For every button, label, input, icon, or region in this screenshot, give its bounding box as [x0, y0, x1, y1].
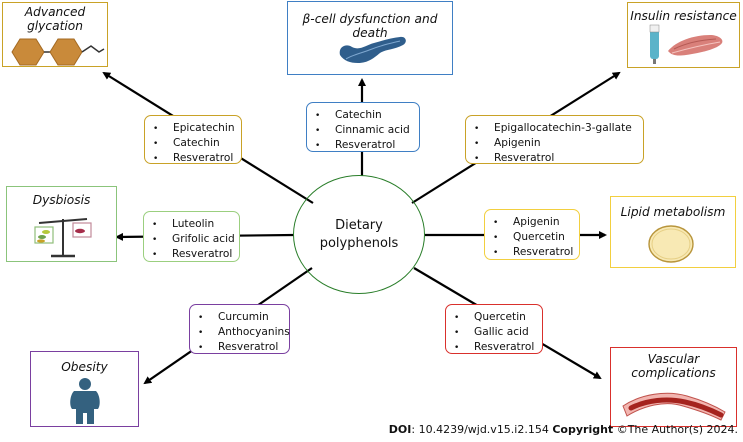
- person-silhouette-icon: [70, 378, 100, 424]
- compound-item: Resveratrol: [493, 245, 573, 260]
- insulin-pen-muscle-icon: [649, 24, 723, 64]
- compounds-insulin: Epigallocatechin-3-gallate Apigenin Resv…: [465, 115, 644, 164]
- compound-item: Grifolic acid: [152, 232, 235, 247]
- outcome-obesity: Obesity: [30, 351, 139, 427]
- compound-item: Resveratrol: [198, 340, 283, 355]
- pancreas-icon: [339, 36, 406, 63]
- outcome-title: Lipid metabolism: [620, 205, 726, 219]
- copyright-value: ©The Author(s) 2024.: [613, 423, 738, 436]
- blood-vessel-icon: [622, 392, 726, 421]
- compound-item: Epigallocatechin-3-gallate: [474, 121, 637, 136]
- outcome-title: Advanced glycation: [24, 5, 86, 33]
- doi-label: DOI: [388, 423, 412, 436]
- outcome-dysbiosis: Dysbiosis: [6, 186, 117, 262]
- outcome-title: Insulin resistance: [630, 9, 737, 23]
- compound-item: Cinnamic acid: [315, 123, 413, 138]
- compounds-dysbiosis: Luteolin Grifolic acid Resveratrol: [143, 211, 240, 262]
- outcome-advanced-glycation: Advanced glycation: [2, 2, 108, 67]
- compound-item: Curcumin: [198, 310, 283, 325]
- compound-item: Resveratrol: [152, 247, 233, 262]
- compound-item: Resveratrol: [153, 151, 235, 166]
- balance-scale-icon: [34, 218, 92, 258]
- outcome-insulin-resistance: Insulin resistance: [627, 2, 740, 68]
- compound-item: Resveratrol: [315, 138, 413, 153]
- hexagon-molecule-icon: [11, 38, 105, 66]
- outcome-title: Obesity: [61, 360, 108, 374]
- compound-item: Resveratrol: [454, 340, 536, 355]
- compound-item: Apigenin: [474, 136, 637, 151]
- compound-item: Catechin: [315, 108, 413, 123]
- outcome-vascular-complications: Vascular complications: [610, 347, 737, 427]
- center-line-1: Dietary: [335, 217, 383, 233]
- compound-item: Luteolin: [152, 217, 233, 232]
- citation-credit: DOI: 10.4239/wjd.v15.i2.154 Copyright ©T…: [389, 423, 738, 436]
- dietary-polyphenols-node: Dietary polyphenols: [293, 175, 425, 294]
- copyright-label: Copyright: [552, 423, 614, 436]
- outcome-title: β-cell dysfunction and death: [302, 12, 438, 40]
- center-line-2: polyphenols: [319, 235, 399, 251]
- outcome-title: Dysbiosis: [32, 193, 91, 207]
- compound-item: Quercetin: [454, 310, 536, 325]
- compound-item: Apigenin: [493, 215, 573, 230]
- outcome-title: Vascular complications: [631, 352, 716, 380]
- outcome-beta-cell: β-cell dysfunction and death: [287, 1, 453, 75]
- compound-item: Epicatechin: [153, 121, 235, 136]
- compounds-vascular: Quercetin Gallic acid Resveratrol: [445, 304, 543, 354]
- compounds-beta-cell: Catechin Cinnamic acid Resveratrol: [306, 102, 420, 152]
- compound-item: Quercetin: [493, 230, 573, 245]
- compounds-glycation: Epicatechin Catechin Resveratrol: [144, 115, 242, 164]
- compounds-lipid: Apigenin Quercetin Resveratrol: [484, 209, 580, 260]
- compound-item: Catechin: [153, 136, 235, 151]
- outcome-lipid-metabolism: Lipid metabolism: [610, 196, 736, 268]
- compounds-obesity: Curcumin Anthocyanins Resveratrol: [189, 304, 290, 354]
- doi-value: : 10.4239/wjd.v15.i2.154: [411, 423, 553, 436]
- compound-item: Gallic acid: [454, 325, 536, 340]
- compound-item: Anthocyanins: [198, 325, 290, 340]
- compound-item: Resveratrol: [474, 151, 637, 166]
- lipid-droplet-icon: [648, 225, 694, 263]
